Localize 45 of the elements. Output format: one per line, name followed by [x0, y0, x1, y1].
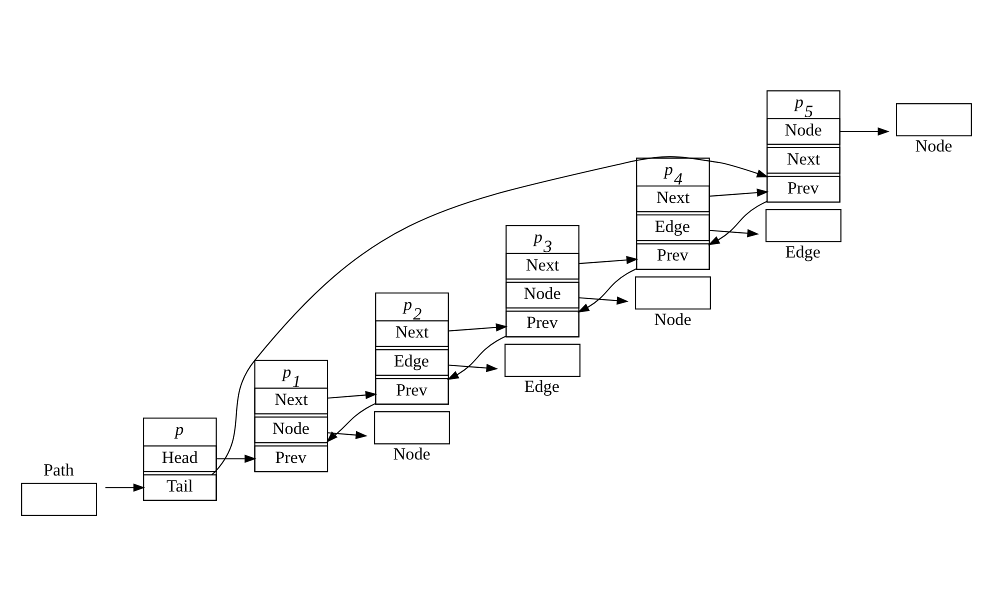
arrow — [578, 296, 629, 305]
arrow — [709, 229, 760, 238]
node-label: Path — [44, 460, 74, 480]
node-box: Edge — [375, 349, 449, 376]
node-box: Node — [254, 416, 328, 444]
node-label: Node — [393, 444, 430, 464]
arrow — [446, 336, 506, 380]
node-box: Tail — [143, 474, 217, 501]
node-box: Prev — [766, 176, 840, 203]
node-label: Node — [915, 136, 952, 156]
node-box: Next — [254, 388, 328, 414]
arrow — [326, 403, 376, 443]
node-box: Next — [375, 320, 449, 347]
node-box: Node — [506, 282, 580, 308]
node-box: Edge — [636, 214, 710, 242]
node-box — [896, 103, 972, 136]
arrow — [105, 484, 146, 492]
node-box: Next — [506, 252, 580, 280]
arrow — [840, 127, 890, 136]
node-box: Prev — [506, 310, 580, 338]
arrow — [708, 200, 768, 246]
node-box: Node — [766, 118, 840, 145]
node-box: Prev — [254, 445, 328, 472]
node-box — [635, 276, 711, 310]
arrow — [327, 390, 378, 400]
node-label: Edge — [785, 242, 820, 262]
node-box: Prev — [636, 243, 710, 270]
arrow — [577, 268, 637, 313]
arrow — [448, 364, 498, 372]
arrow — [216, 454, 256, 463]
node-box: Next — [636, 186, 710, 212]
arrow — [709, 188, 769, 197]
arrow — [327, 430, 368, 440]
node-box — [504, 344, 580, 377]
arrow — [578, 256, 638, 264]
node-box: Head — [143, 445, 217, 472]
node-box — [374, 411, 450, 444]
arrow — [211, 156, 769, 476]
node-label: Edge — [524, 377, 560, 396]
arrow — [448, 323, 508, 332]
node-box — [21, 482, 98, 516]
node-box: Next — [766, 146, 840, 174]
node-box — [766, 209, 842, 242]
node-box: Prev — [375, 378, 449, 405]
node-label: Node — [654, 310, 692, 329]
